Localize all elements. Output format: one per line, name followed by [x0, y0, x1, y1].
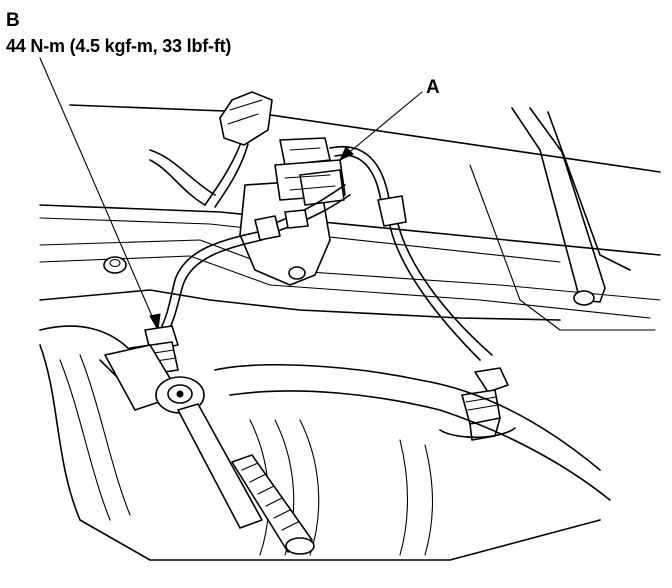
right-sensor-wire [329, 145, 493, 361]
bolt-left [103, 256, 127, 274]
right-oxygen-sensor [439, 367, 516, 441]
wrench-tool [104, 344, 315, 555]
left-sensor-wire [159, 184, 351, 333]
callout-label-b: B [6, 10, 20, 31]
frame-rail [469, 107, 656, 331]
exhaust-pipe [39, 325, 611, 561]
callout-label-a: A [426, 77, 440, 98]
bolt-head-right [573, 290, 595, 306]
torque-spec-label: 44 N-m (4.5 kgf-m, 33 lbf-ft) [6, 36, 232, 56]
connector-bracket [239, 137, 346, 286]
floor-pan [39, 104, 661, 321]
leader-lines [39, 57, 423, 332]
upper-connector [149, 91, 273, 208]
